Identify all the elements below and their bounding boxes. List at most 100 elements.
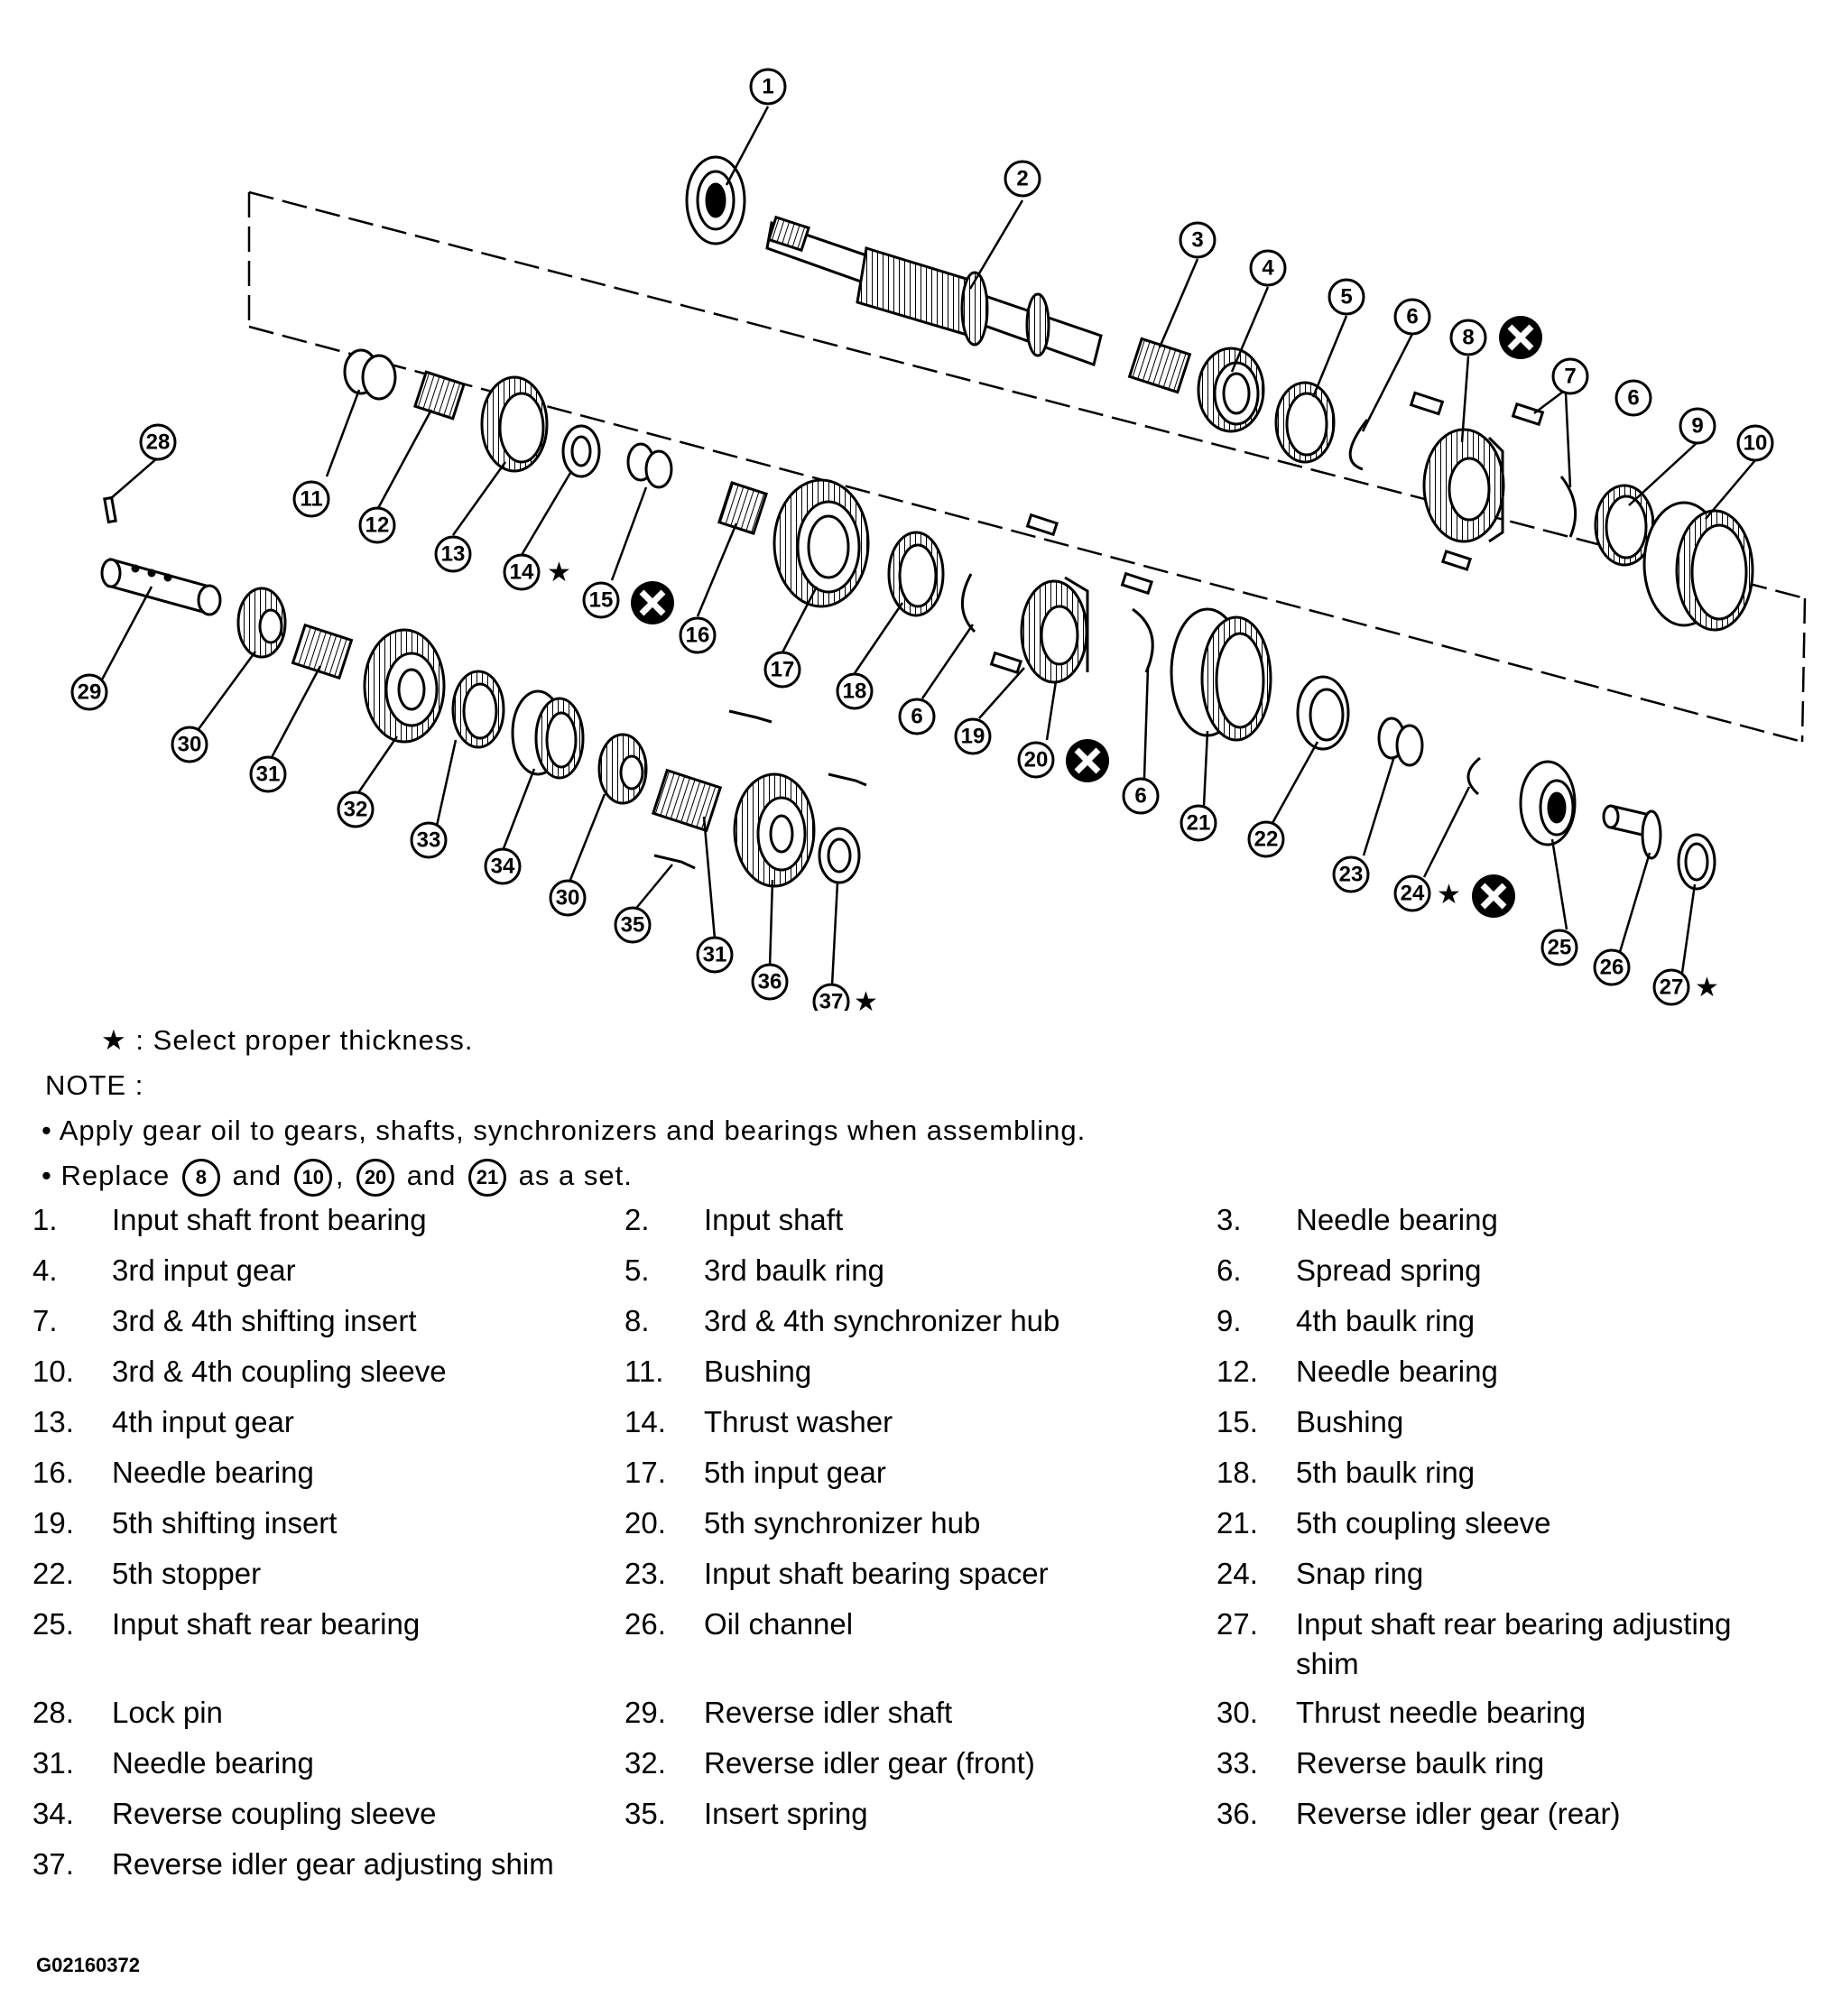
part-14-thrust-washer <box>561 424 601 478</box>
part-item: 31.Needle bearing <box>32 1746 314 1780</box>
part-item: 8.3rd & 4th synchronizer hub <box>624 1304 1060 1337</box>
svg-text:27: 27 <box>1660 976 1684 1000</box>
parts-row: 31.Needle bearing 32.Reverse idler gear … <box>32 1743 1810 1794</box>
part-item: 1.Input shaft front bearing <box>32 1203 427 1236</box>
svg-text:37: 37 <box>819 990 844 1012</box>
part-12-needle-bearing <box>413 370 466 421</box>
part-item: 19.5th shifting insert <box>32 1506 338 1540</box>
svg-text:33: 33 <box>417 828 441 853</box>
callout-30a: 30 <box>171 726 208 763</box>
svg-text:6: 6 <box>911 705 922 729</box>
part-27-rear-bearing-adjusting-shim <box>1677 833 1716 891</box>
part-item: 33.Reverse baulk ring <box>1217 1746 1545 1780</box>
parts-row: 7.3rd & 4th shifting insert 8.3rd & 4th … <box>32 1301 1810 1352</box>
part-3-needle-bearing <box>1127 337 1192 394</box>
parts-row: 37.Reverse idler gear adjusting shim <box>32 1845 1810 1895</box>
part-item: 25.Input shaft rear bearing <box>32 1607 421 1641</box>
replace-prefix: • Replace <box>42 1160 171 1191</box>
parts-row: 16.Needle bearing 17.5th input gear 18.5… <box>32 1453 1810 1503</box>
part-10-3rd-4th-coupling-sleeve <box>1642 501 1754 632</box>
svg-text:15: 15 <box>589 588 614 613</box>
part-8-3rd-4th-synchronizer-hub <box>1422 428 1505 543</box>
callout-16: 16 <box>679 616 717 654</box>
part-25-input-shaft-rear-bearing <box>1519 760 1577 846</box>
replace-marker-15-icon <box>631 581 674 624</box>
part-32-reverse-idler-gear-front <box>363 628 446 744</box>
part-30-thrust-needle-bearing-b <box>597 733 648 805</box>
part-35-insert-spring <box>653 709 867 870</box>
part-15-bushing <box>626 442 673 489</box>
callout-17: 17 <box>763 651 801 689</box>
part-item: 37.Reverse idler gear adjusting shim <box>32 1847 554 1881</box>
svg-text:16: 16 <box>686 624 710 648</box>
part-item: 36.Reverse idler gear (rear) <box>1217 1797 1621 1830</box>
svg-text:1: 1 <box>762 75 773 99</box>
svg-text:7: 7 <box>1564 365 1576 389</box>
figure-id: G02160372 <box>36 1954 140 1976</box>
part-19-5th-shifting-insert <box>989 513 1154 675</box>
callout-10: 10 <box>1736 424 1774 462</box>
replace-ref-8: 8 <box>181 1158 220 1197</box>
part-6-spread-spring-c <box>960 573 976 633</box>
part-24-snap-ring <box>1466 756 1481 796</box>
replace-marker-icons <box>631 316 1542 918</box>
replace-marker-8-icon <box>1499 316 1542 359</box>
star-legend-text: : Select proper thickness. <box>135 1024 474 1056</box>
callout-32: 32 <box>337 791 375 828</box>
svg-text:22: 22 <box>1254 828 1279 852</box>
svg-text:4: 4 <box>1262 256 1274 281</box>
part-23-input-shaft-bearing-spacer <box>1377 717 1424 767</box>
part-31-needle-bearing-a <box>291 623 354 680</box>
callout-31b: 31 <box>696 936 734 974</box>
callout-26: 26 <box>1593 948 1631 986</box>
callout-36: 36 <box>751 963 789 1001</box>
replace-and-2: and <box>406 1160 457 1191</box>
callout-23: 23 <box>1332 855 1370 893</box>
replace-ref-10: 10 <box>293 1158 332 1197</box>
parts-list: 1.Input shaft front bearing 2.Input shaf… <box>32 1200 1810 1895</box>
exploded-view-diagram: 1 2 3 4 5 6 8 7 6 9 10 28 11 12 13 14 ★ … <box>70 68 1807 1012</box>
replace-ref-21: 21 <box>468 1158 507 1197</box>
part-4-3rd-input-gear <box>1197 347 1265 433</box>
dashed-boundary <box>247 190 1807 744</box>
replace-marker-24-icon <box>1472 874 1515 918</box>
callout-1: 1 <box>749 68 787 106</box>
parts-row: 34.Reverse coupling sleeve 35.Insert spr… <box>32 1794 1810 1845</box>
parts-row: 25.Input shaft rear bearing 26.Oil chann… <box>32 1604 1810 1693</box>
svg-text:11: 11 <box>300 487 322 512</box>
callout-34: 34 <box>484 847 522 885</box>
part-item: 7.3rd & 4th shifting insert <box>32 1304 417 1337</box>
part-6-spread-spring-a <box>1348 419 1369 471</box>
part-7-3rd-4th-shifting-insert <box>1409 391 1545 571</box>
svg-text:21: 21 <box>1187 811 1211 836</box>
part-item: 14.Thrust washer <box>624 1405 893 1438</box>
callout-31a: 31 <box>249 755 287 793</box>
svg-text:6: 6 <box>1406 305 1418 329</box>
part-item: 23.Input shaft bearing spacer <box>624 1557 1049 1590</box>
svg-text:23: 23 <box>1339 863 1364 887</box>
callout-11: 11 <box>292 480 330 518</box>
callout-13: 13 <box>434 535 472 573</box>
parts-row: 10.3rd & 4th coupling sleeve 11.Bushing … <box>32 1352 1810 1402</box>
replace-ref-20: 20 <box>356 1158 395 1197</box>
part-item: 24.Snap ring <box>1217 1557 1424 1590</box>
parts-row: 19.5th shifting insert 20.5th synchroniz… <box>32 1503 1810 1554</box>
part-item: 34.Reverse coupling sleeve <box>32 1797 437 1830</box>
callout-24: 24 <box>1393 874 1431 912</box>
callout-33: 33 <box>410 821 448 859</box>
callout-25: 25 <box>1540 929 1578 966</box>
star-37: ★ <box>854 986 878 1011</box>
svg-text:12: 12 <box>365 513 390 538</box>
part-30-thrust-needle-bearing-a <box>236 587 287 659</box>
note-bullet-replace-set: • Replace 8 and 10, 20 and 21 as a set. <box>42 1153 1395 1198</box>
svg-text:36: 36 <box>758 970 782 994</box>
callout-9: 9 <box>1679 407 1716 445</box>
svg-text:35: 35 <box>621 913 645 938</box>
svg-text:2: 2 <box>1016 167 1028 191</box>
part-item: 28.Lock pin <box>32 1696 223 1729</box>
svg-text:10: 10 <box>1744 431 1768 456</box>
part-item: 21.5th coupling sleeve <box>1217 1506 1551 1540</box>
part-item: 27.Input shaft rear bearing adjusting sh… <box>1217 1607 1732 1680</box>
callout-14: 14 <box>503 553 541 591</box>
callout-15: 15 <box>582 581 620 619</box>
